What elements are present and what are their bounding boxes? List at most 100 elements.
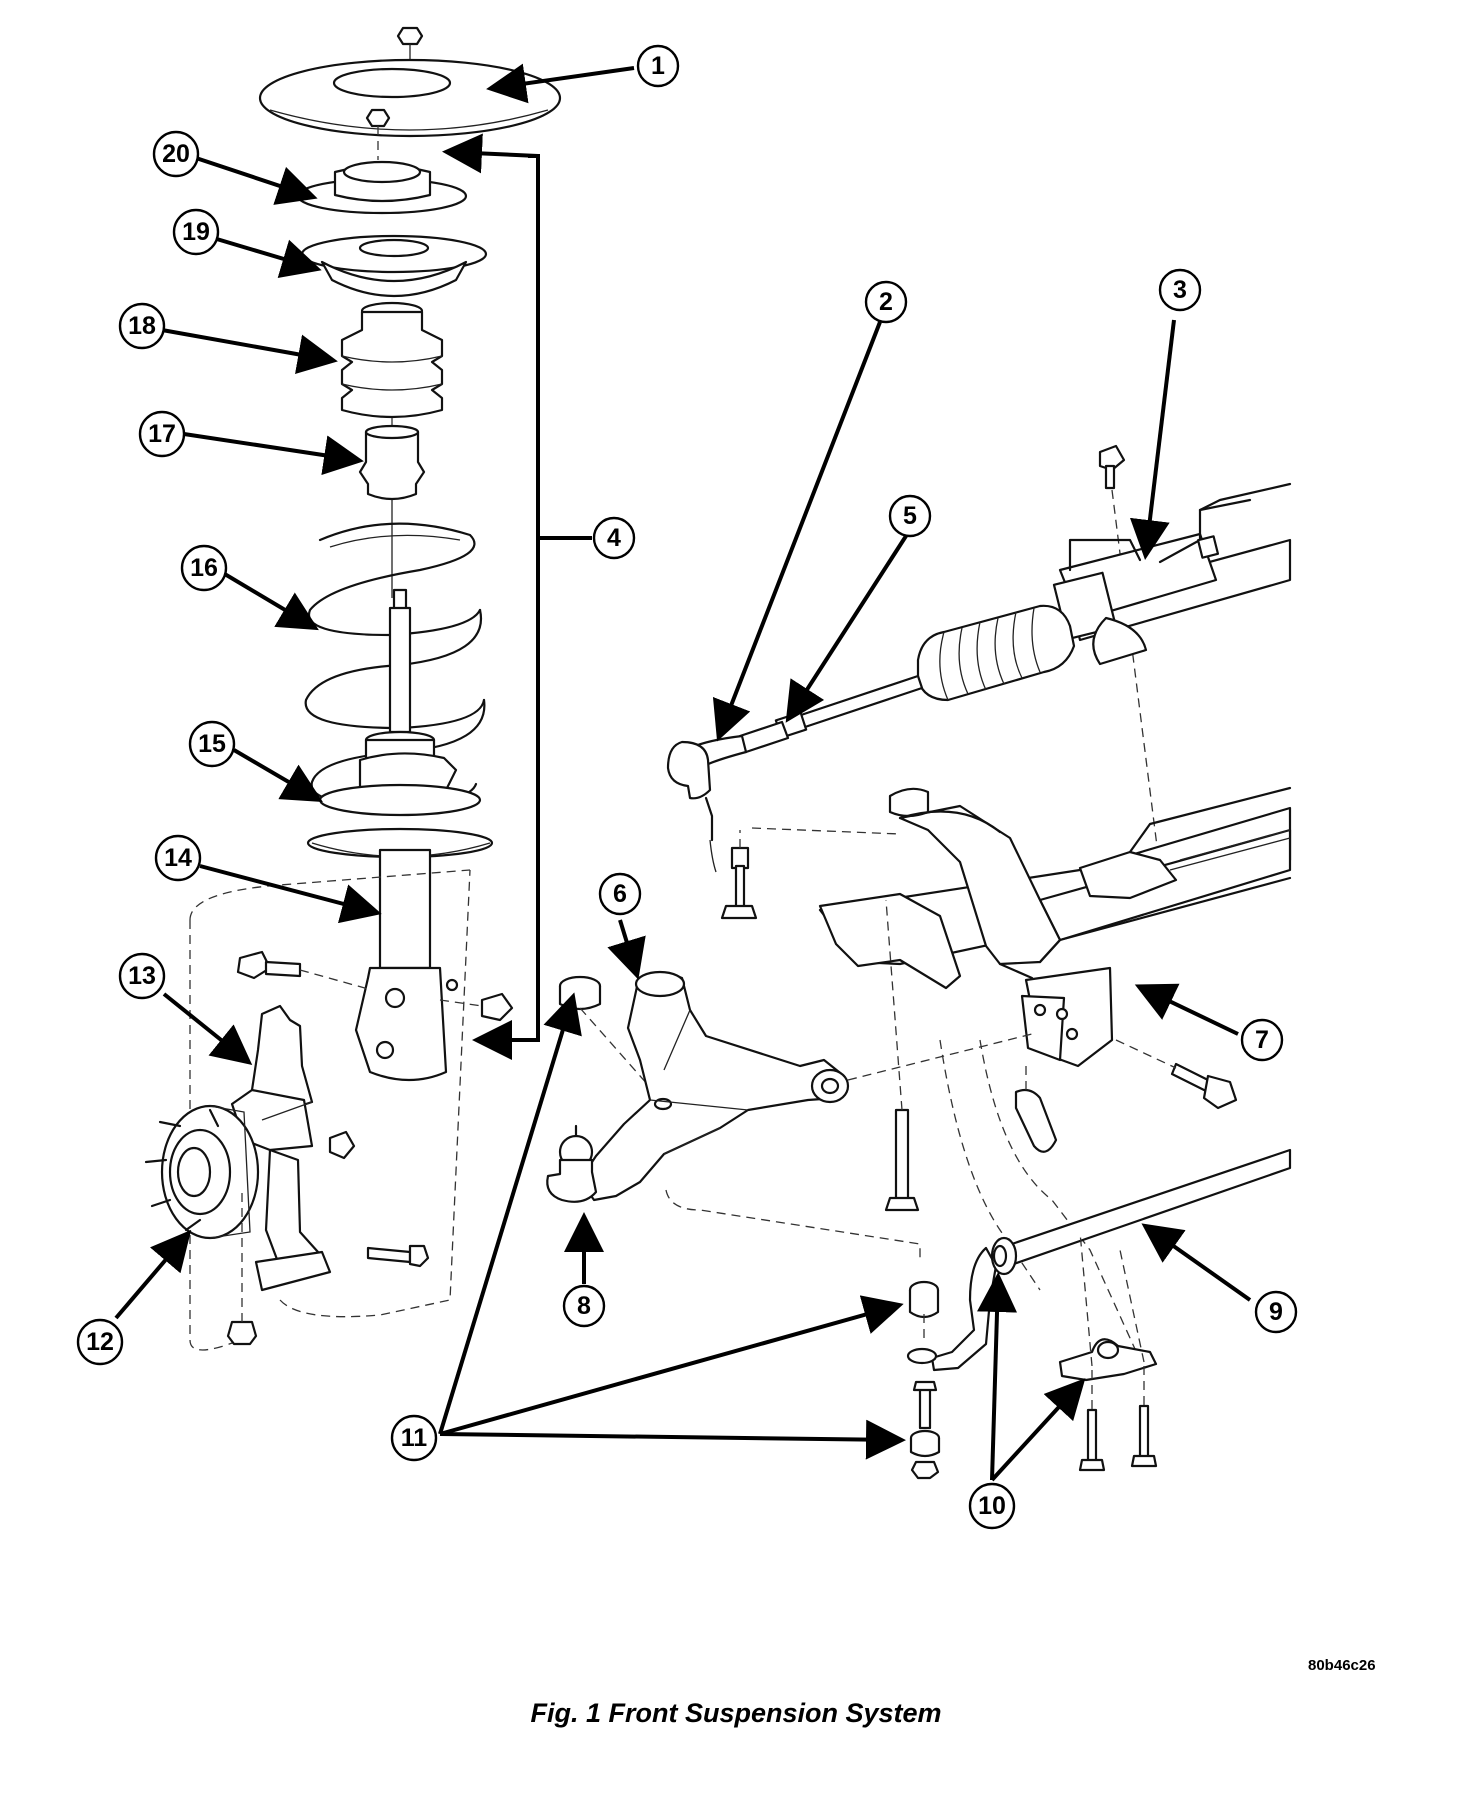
- callout-20: 20: [152, 130, 200, 178]
- figure-caption: Fig. 1 Front Suspension System: [530, 1698, 941, 1728]
- leader-10-b: [990, 1378, 1086, 1482]
- callout-label: 2: [879, 288, 893, 316]
- leader-18: [161, 328, 338, 375]
- control-arm-bushing-front: [558, 975, 602, 1011]
- strut-clamp-bolt: [236, 950, 373, 991]
- callout-11: 11: [390, 1414, 438, 1462]
- stabilizer-link-grommet-upper: [908, 1280, 940, 1319]
- jounce-bumper: [358, 424, 426, 501]
- callout-circle: [76, 1318, 124, 1366]
- steering-gear-assembly: [666, 444, 1292, 873]
- callout-13: 13: [118, 952, 166, 1000]
- callout-label: 19: [182, 218, 210, 246]
- callout-circle: [1240, 1018, 1284, 1062]
- callout-circle: [138, 410, 186, 458]
- leader-19: [199, 232, 322, 279]
- callout-15: 15: [188, 720, 236, 768]
- strut-clamp-nut: [439, 992, 514, 1022]
- leader-9: [1141, 1223, 1252, 1302]
- callout-circle: [864, 280, 908, 324]
- callout-16: 16: [180, 544, 228, 592]
- steering-gear-boot: [916, 604, 1076, 702]
- callout-12: 12: [76, 1318, 124, 1366]
- callout-label: 15: [198, 730, 226, 758]
- strut-body: [354, 848, 459, 1082]
- leader-7: [1134, 983, 1239, 1036]
- leader-16: [216, 568, 319, 631]
- callout-label: 12: [86, 1328, 114, 1356]
- strut-top-nut: [396, 26, 424, 72]
- callout-label: 5: [903, 502, 917, 530]
- callout-circle: [154, 834, 202, 882]
- callout-circle: [118, 952, 166, 1000]
- crossmember-isolator: [1014, 1066, 1058, 1153]
- crossmember-flange: [818, 892, 1034, 990]
- leader-3: [1129, 319, 1176, 560]
- lower-control-arm: [578, 970, 1033, 1202]
- steering-gear-housing: [1052, 482, 1292, 666]
- leader-1: [486, 63, 635, 104]
- strut-piston-rod: [388, 588, 412, 734]
- leader-13: [162, 992, 253, 1066]
- leader-2: [712, 321, 882, 742]
- lower-control-arm-assembly: [546, 970, 1033, 1260]
- leader-11-c: [439, 1419, 906, 1460]
- upper-spring-seat: [300, 234, 488, 298]
- callout-circle: [592, 516, 636, 560]
- steering-knuckle-assembly: [144, 869, 471, 1351]
- callout-18: 18: [118, 302, 166, 350]
- callout-label: 8: [577, 1292, 591, 1320]
- callout-label: 10: [978, 1492, 1006, 1520]
- leader-4: [472, 154, 540, 1060]
- callout-label: 20: [162, 140, 190, 168]
- stabilizer-link-bolt: [912, 1380, 938, 1430]
- callout-6: 6: [598, 872, 642, 916]
- callout-10: 10: [968, 1482, 1016, 1530]
- figure-code: 80b46c26: [1308, 1657, 1376, 1674]
- callout-label: 13: [128, 962, 156, 990]
- callout-circle: [1254, 1290, 1298, 1334]
- outer-tie-rod-end: [666, 734, 748, 873]
- callout-label: 11: [401, 1424, 428, 1452]
- callout-circle: [888, 494, 932, 538]
- leader-5: [785, 534, 908, 723]
- tie-rod-adjuster: [738, 720, 790, 754]
- steering-knuckle: [230, 1004, 332, 1292]
- lower-spring-seat: [306, 752, 494, 859]
- callouts: 1 2 3 4 5 6 7 8: [76, 44, 1298, 1530]
- ball-joint: [546, 1124, 598, 1203]
- callout-label: 3: [1173, 276, 1187, 304]
- wheel-hub-bearing: [160, 1104, 260, 1240]
- leader-11-a: [438, 992, 582, 1435]
- leader-20: [195, 156, 318, 205]
- callout-7: 7: [1240, 1018, 1284, 1062]
- callout-3: 3: [1158, 268, 1202, 312]
- strut-mount-nut: [365, 108, 391, 128]
- stabilizer-link-grommet-lower: [909, 1429, 941, 1458]
- leader-12: [114, 1229, 192, 1320]
- callout-label: 6: [613, 880, 627, 908]
- callout-circle: [598, 872, 642, 916]
- strut-assembly: [236, 26, 562, 1082]
- leader-10-a: [977, 1272, 1018, 1481]
- callout-label: 9: [1269, 1298, 1283, 1326]
- callout-circle: [172, 208, 220, 256]
- callout-19: 19: [172, 208, 220, 256]
- callout-4: 4: [592, 516, 636, 560]
- callout-1: 1: [636, 44, 680, 88]
- leader-17: [183, 432, 364, 475]
- leader-lines: [114, 63, 1252, 1482]
- wheel-studs: [144, 1108, 220, 1232]
- stabilizer-clamp-bolts: [1078, 1231, 1158, 1472]
- strut-tower-cap: [258, 58, 562, 138]
- crossmember-bracket: [1020, 966, 1114, 1068]
- crossmember-long-bolt: [884, 899, 920, 1212]
- callout-17: 17: [138, 410, 186, 458]
- callout-circle: [180, 544, 228, 592]
- stabilizer-bar-assembly: [906, 1148, 1292, 1480]
- leader-15: [232, 748, 323, 803]
- callout-label: 14: [164, 844, 192, 872]
- leader-11-b: [439, 1295, 904, 1436]
- callout-label: 7: [1255, 1026, 1269, 1054]
- callout-label: 16: [190, 554, 218, 582]
